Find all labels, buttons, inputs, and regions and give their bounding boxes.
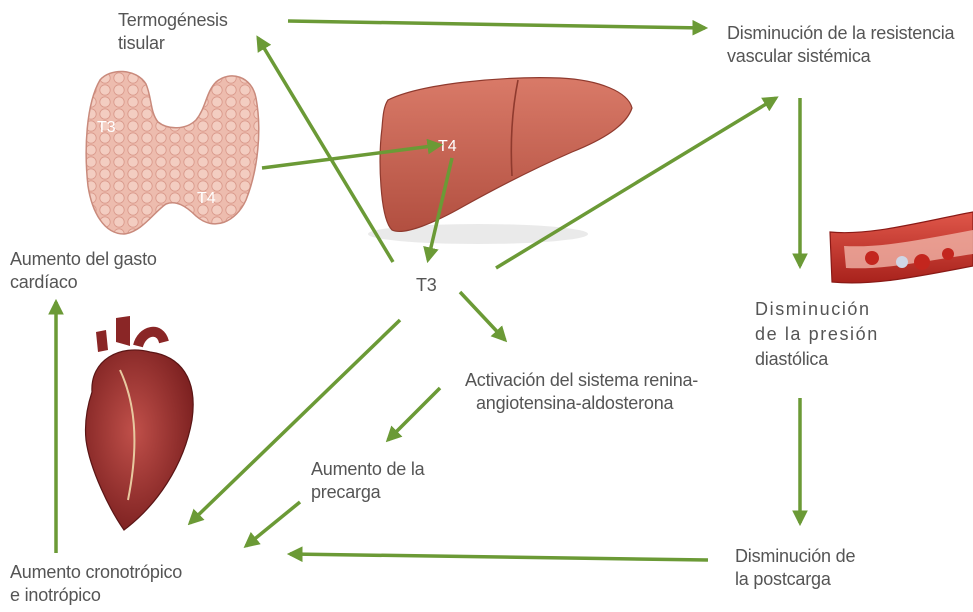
liver-t4-label: T4 <box>438 138 457 155</box>
label-resistencia: Disminución de la resistencia vascular s… <box>727 22 954 68</box>
label-renina: Activación del sistema renina- angiotens… <box>465 369 698 415</box>
thyroid-image: T3 T4 <box>86 71 259 234</box>
blood-vessel-image <box>830 212 973 283</box>
label-gasto: Aumento del gasto cardíaco <box>10 248 157 294</box>
heart-image <box>85 316 193 530</box>
label-postcarga: Disminución de la postcarga <box>735 545 855 591</box>
arrow-t3-to-renina <box>460 292 505 340</box>
arrow-precarga-to-cronotropico <box>246 502 300 546</box>
label-t3-center: T3 <box>416 274 437 297</box>
label-cronotropico: Aumento cronotrópico e inotrópico <box>10 561 182 607</box>
arrow-postcarga-to-cronotropico <box>290 554 708 560</box>
arrow-t3-to-termogenesis <box>258 38 393 262</box>
arrow-renina-to-precarga <box>388 388 440 440</box>
thyroid-t3-label: T3 <box>97 119 116 136</box>
liver-image: T4 <box>368 78 632 244</box>
label-presion: Disminución de la presión diastólica <box>755 297 879 372</box>
label-precarga: Aumento de la precarga <box>311 458 424 504</box>
thyroid-t4-label: T4 <box>197 190 216 207</box>
label-termogenesis: Termogénesis tisular <box>118 9 228 55</box>
arrow-termogenesis-to-resistencia <box>288 21 705 28</box>
